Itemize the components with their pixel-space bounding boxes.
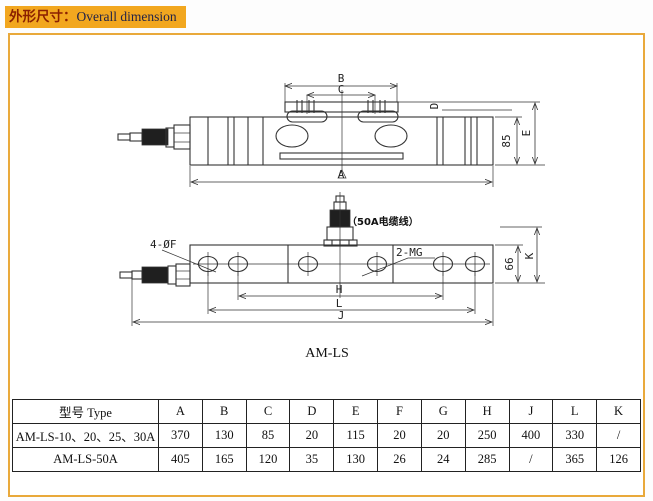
cell-value: /	[596, 423, 641, 448]
table-row: AM-LS-10、20、25、30A 370 130 85 20 115 20 …	[12, 423, 641, 448]
section-title-zh: 外形尺寸：	[9, 9, 77, 24]
dim-label-A: A	[338, 168, 345, 181]
cell-value: 20	[289, 423, 335, 448]
col-header-L: L	[552, 399, 598, 424]
mounting-holes	[197, 252, 486, 276]
cell-value: 130	[201, 423, 247, 448]
figure-caption: AM-LS	[305, 346, 349, 361]
table-row: AM-LS-50A 405 165 120 35 130 26 24 285 /…	[12, 447, 641, 472]
section-title-en: Overall dimension	[76, 9, 177, 24]
side-hole-left	[275, 124, 309, 148]
cell-type: AM-LS-50A	[12, 447, 159, 472]
cell-value: 400	[508, 423, 554, 448]
cell-value: 130	[333, 447, 379, 472]
cell-value: 20	[377, 423, 422, 448]
top-dimensions: H L J 66 K	[131, 226, 545, 326]
dim-label-66: 66	[503, 257, 516, 270]
side-left-grooves	[207, 117, 264, 165]
side-mounting-bracket	[284, 100, 540, 123]
dim-label-D: D	[428, 103, 441, 110]
dim-label-K: K	[523, 252, 536, 259]
col-header-H: H	[464, 399, 510, 424]
cell-value: 330	[552, 423, 598, 448]
cell-value: 370	[158, 423, 203, 448]
col-header-K: K	[596, 399, 641, 424]
col-header-C: C	[245, 399, 291, 424]
side-slot	[279, 152, 404, 160]
dim-label-L: L	[336, 297, 343, 310]
cell-value: 26	[377, 447, 422, 472]
annotation-holes: 4-ØF	[150, 238, 177, 251]
cell-value: 126	[596, 447, 641, 472]
cell-value: 285	[464, 447, 510, 472]
cell-value: 24	[420, 447, 466, 472]
side-hole-right	[374, 124, 408, 148]
dim-label-J: J	[338, 309, 345, 322]
cell-value: 365	[552, 447, 598, 472]
cell-type: AM-LS-10、20、25、30A	[12, 423, 159, 448]
col-header-J: J	[508, 399, 554, 424]
side-dimensions: B C D 85 E A	[189, 72, 545, 187]
col-header-D: D	[289, 399, 335, 424]
col-header-A: A	[158, 399, 203, 424]
side-body	[189, 116, 494, 166]
col-header-B: B	[201, 399, 247, 424]
cell-value: 405	[158, 447, 203, 472]
dim-label-C: C	[338, 83, 345, 96]
col-header-G: G	[420, 399, 466, 424]
table-header-row: 型号 Type A B C D E F G H J L K	[12, 399, 641, 424]
dim-label-E: E	[520, 130, 533, 137]
cell-value: 165	[201, 447, 247, 472]
side-view: B C D 85 E A	[117, 72, 545, 187]
section-title: 外形尺寸：Overall dimension	[5, 6, 186, 28]
top-body	[189, 244, 494, 284]
col-header-type: 型号 Type	[12, 399, 159, 424]
cell-value: /	[508, 447, 554, 472]
top-view: 4-ØF （50A电缆线） 2-MG H L J	[119, 192, 545, 326]
dim-label-B: B	[338, 72, 345, 85]
cell-value: 250	[464, 423, 510, 448]
annotation-thread: 2-MG	[396, 246, 423, 259]
cell-value: 115	[333, 423, 379, 448]
top-cable-connector	[119, 263, 191, 287]
annotation-cable: （50A电缆线）	[347, 215, 419, 228]
dim-label-H: H	[336, 283, 343, 296]
col-header-F: F	[377, 399, 422, 424]
dimension-table: 型号 Type A B C D E F G H J L K AM-LS-10、2…	[12, 399, 641, 472]
cell-value: 35	[289, 447, 335, 472]
cell-value: 85	[245, 423, 291, 448]
cell-value: 20	[420, 423, 466, 448]
dim-label-85: 85	[500, 134, 513, 147]
cell-value: 120	[245, 447, 291, 472]
side-cable-connector	[117, 124, 191, 150]
col-header-E: E	[333, 399, 379, 424]
side-right-grooves	[436, 117, 478, 165]
